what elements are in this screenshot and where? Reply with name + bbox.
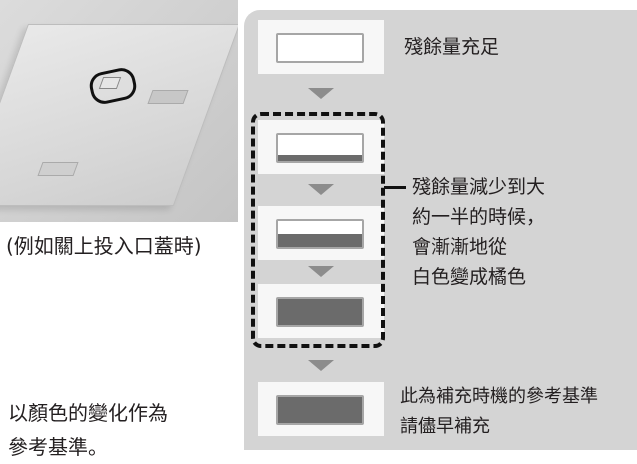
device-slot — [37, 162, 79, 176]
down-arrow-icon — [308, 266, 334, 277]
step-full — [258, 20, 384, 74]
gauge-refill — [276, 395, 364, 425]
gauge-fill — [278, 154, 362, 161]
description-line: 參考基準。 — [8, 435, 108, 459]
step-quarter — [258, 120, 384, 174]
device-photo — [0, 0, 238, 222]
description-text: 以顏色的變化作為 參考基準。 — [8, 396, 238, 464]
gauge-full — [276, 33, 364, 63]
label-half-line: 殘餘量減少到大 — [412, 176, 546, 198]
label-half-line: 約一半的時候， — [412, 206, 546, 228]
down-arrow-icon — [308, 88, 334, 99]
device-slot — [147, 90, 189, 104]
label-half: 殘餘量減少到大 約一半的時候， 會漸漸地從 白色變成橘色 — [412, 172, 545, 292]
label-half-line: 白色變成橘色 — [412, 266, 527, 288]
gauge-orange — [276, 297, 364, 327]
gauge-fill — [278, 299, 362, 325]
description-line: 以顏色的變化作為 — [8, 401, 168, 425]
step-half — [258, 206, 384, 260]
gauge-fill — [278, 234, 362, 247]
transition-dashed-frame — [251, 112, 385, 348]
pointer-line — [384, 186, 406, 189]
step-orange — [258, 284, 384, 338]
down-arrow-icon — [308, 360, 334, 371]
down-arrow-icon — [308, 184, 334, 195]
label-refill-line: 請儘早補充 — [400, 416, 490, 437]
gauge-half — [276, 219, 364, 249]
photo-caption: (例如關上投入口蓋時) — [6, 234, 202, 258]
label-refill-line: 此為補充時機的參考基準 — [400, 386, 598, 407]
label-half-line: 會漸漸地從 — [412, 236, 508, 258]
label-full: 殘餘量充足 — [404, 36, 500, 58]
gauge-quarter — [276, 133, 364, 163]
step-refill — [258, 382, 384, 436]
gauge-fill — [278, 397, 362, 423]
device-lid — [0, 24, 238, 206]
label-refill: 此為補充時機的參考基準 請儘早補充 — [400, 382, 598, 442]
